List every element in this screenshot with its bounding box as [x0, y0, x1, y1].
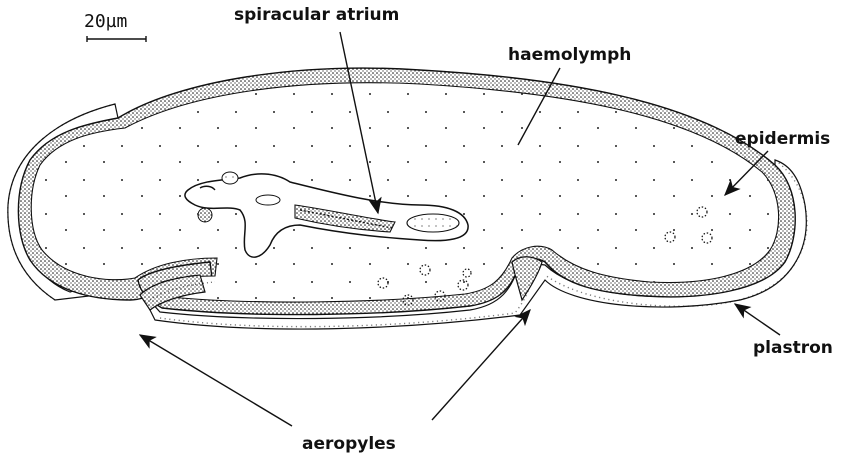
pointer-aeropyles-left [140, 335, 292, 426]
label-haemolymph: haemolymph [508, 45, 631, 65]
egg-body [18, 68, 795, 314]
pointer-plastron [735, 304, 780, 335]
scale-bar-label: 20µm [84, 11, 127, 32]
label-epidermis: epidermis [735, 129, 830, 149]
aeropyle-middle [512, 257, 542, 300]
scale-bar: 20µm [84, 11, 146, 42]
pointer-aeropyles-right [432, 310, 530, 420]
label-spiracular-atrium: spiracular atrium [234, 5, 399, 25]
label-aeropyles: aeropyles [302, 434, 396, 454]
label-plastron: plastron [753, 338, 833, 358]
